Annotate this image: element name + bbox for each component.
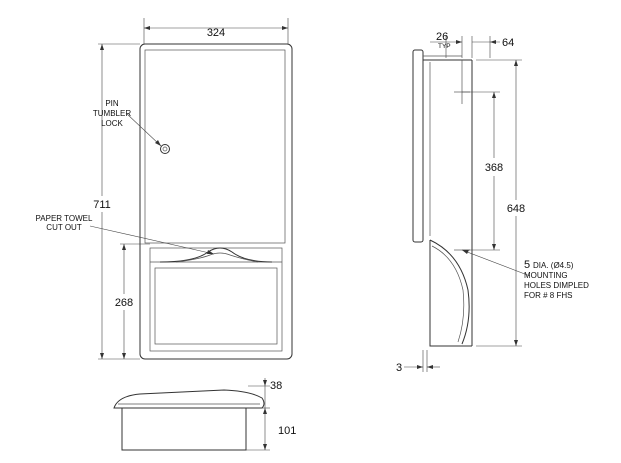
cutout-label-line-2: CUT OUT <box>46 223 82 232</box>
width-arrow-right <box>282 26 288 30</box>
typ-dim-note: TYP <box>438 43 451 50</box>
side-wall-plate <box>412 49 424 243</box>
height-dim-label: 711 <box>93 199 111 211</box>
side-curved-front <box>429 239 470 345</box>
holes-arrow-top <box>492 92 496 98</box>
total-arrow-bottom <box>514 340 518 346</box>
front-view: 324 711 268 PIN TUMBLER LOCK PAPER TOWEL… <box>36 18 293 360</box>
front-door-panel <box>144 49 286 244</box>
holes-note-line-2: MOUNTING <box>524 271 568 280</box>
lock-label-line-1: PIN <box>105 99 119 108</box>
cutout-leader-arrow <box>207 250 214 254</box>
cutout-inner-edge <box>175 252 259 263</box>
holes-note-line-1: DIA. (Ø4.5) <box>533 261 574 270</box>
side-lower-body <box>429 240 472 347</box>
depth-arrow-top <box>263 408 267 414</box>
lock-core-icon <box>162 146 168 152</box>
height-arrow-top <box>100 44 104 50</box>
lower-dim-label: 268 <box>115 297 133 309</box>
thk-arrow-right <box>427 365 433 369</box>
holes-note-size: 5 <box>524 259 530 271</box>
side-depth-dim-label: 64 <box>502 37 514 49</box>
flange-dim-label: 38 <box>270 380 282 392</box>
bottom-body <box>121 407 247 451</box>
lock-leader-line <box>125 112 162 147</box>
typ-dim-label: 26 <box>436 31 448 43</box>
lower-arrow-top <box>122 244 126 250</box>
bottom-flange <box>113 389 265 409</box>
lock-label-line-3: LOCK <box>101 119 123 128</box>
depth-arrow-bottom <box>263 444 267 450</box>
side-curved-inner <box>431 245 465 343</box>
holes-note-line-3: HOLES DIMPLED <box>524 281 589 290</box>
holes-dim-label: 368 <box>485 162 503 174</box>
holes-arrow-bottom <box>492 244 496 250</box>
cutout-leader-line <box>89 225 215 255</box>
pin-tumbler-lock-icon <box>160 144 170 154</box>
holes-leader-arrow <box>462 250 469 254</box>
depth64-arrow <box>490 40 496 44</box>
holes-note-line-4: FOR # 8 FHS <box>524 291 572 300</box>
thk-arrow-left <box>417 365 423 369</box>
total-dim-label: 648 <box>507 203 525 215</box>
bottom-view: 38 101 <box>113 378 296 451</box>
front-lower-frame <box>149 247 283 352</box>
cutout-label-line-1: PAPER TOWEL <box>36 214 93 223</box>
typ-arrow <box>456 40 462 44</box>
front-outer-frame <box>139 43 293 360</box>
height-arrow-bottom <box>100 353 104 359</box>
width-dim-label: 324 <box>207 27 225 39</box>
lock-label-line-2: TUMBLER <box>93 109 131 118</box>
flange-arrow <box>263 380 267 386</box>
width-arrow-left <box>144 26 150 30</box>
side-view: 26 TYP 64 368 648 5 DIA. (Ø4.5) MOUNTING… <box>396 31 589 374</box>
lower-arrow-bottom <box>122 353 126 359</box>
total-arrow-top <box>514 60 518 66</box>
lock-leader-arrow <box>155 140 161 146</box>
thk-dim-label: 3 <box>396 362 402 374</box>
bottom-depth-dim-label: 101 <box>278 425 296 437</box>
front-lower-inner <box>154 267 278 345</box>
holes-leader-line <box>461 249 531 277</box>
paper-towel-cutout <box>159 247 273 263</box>
